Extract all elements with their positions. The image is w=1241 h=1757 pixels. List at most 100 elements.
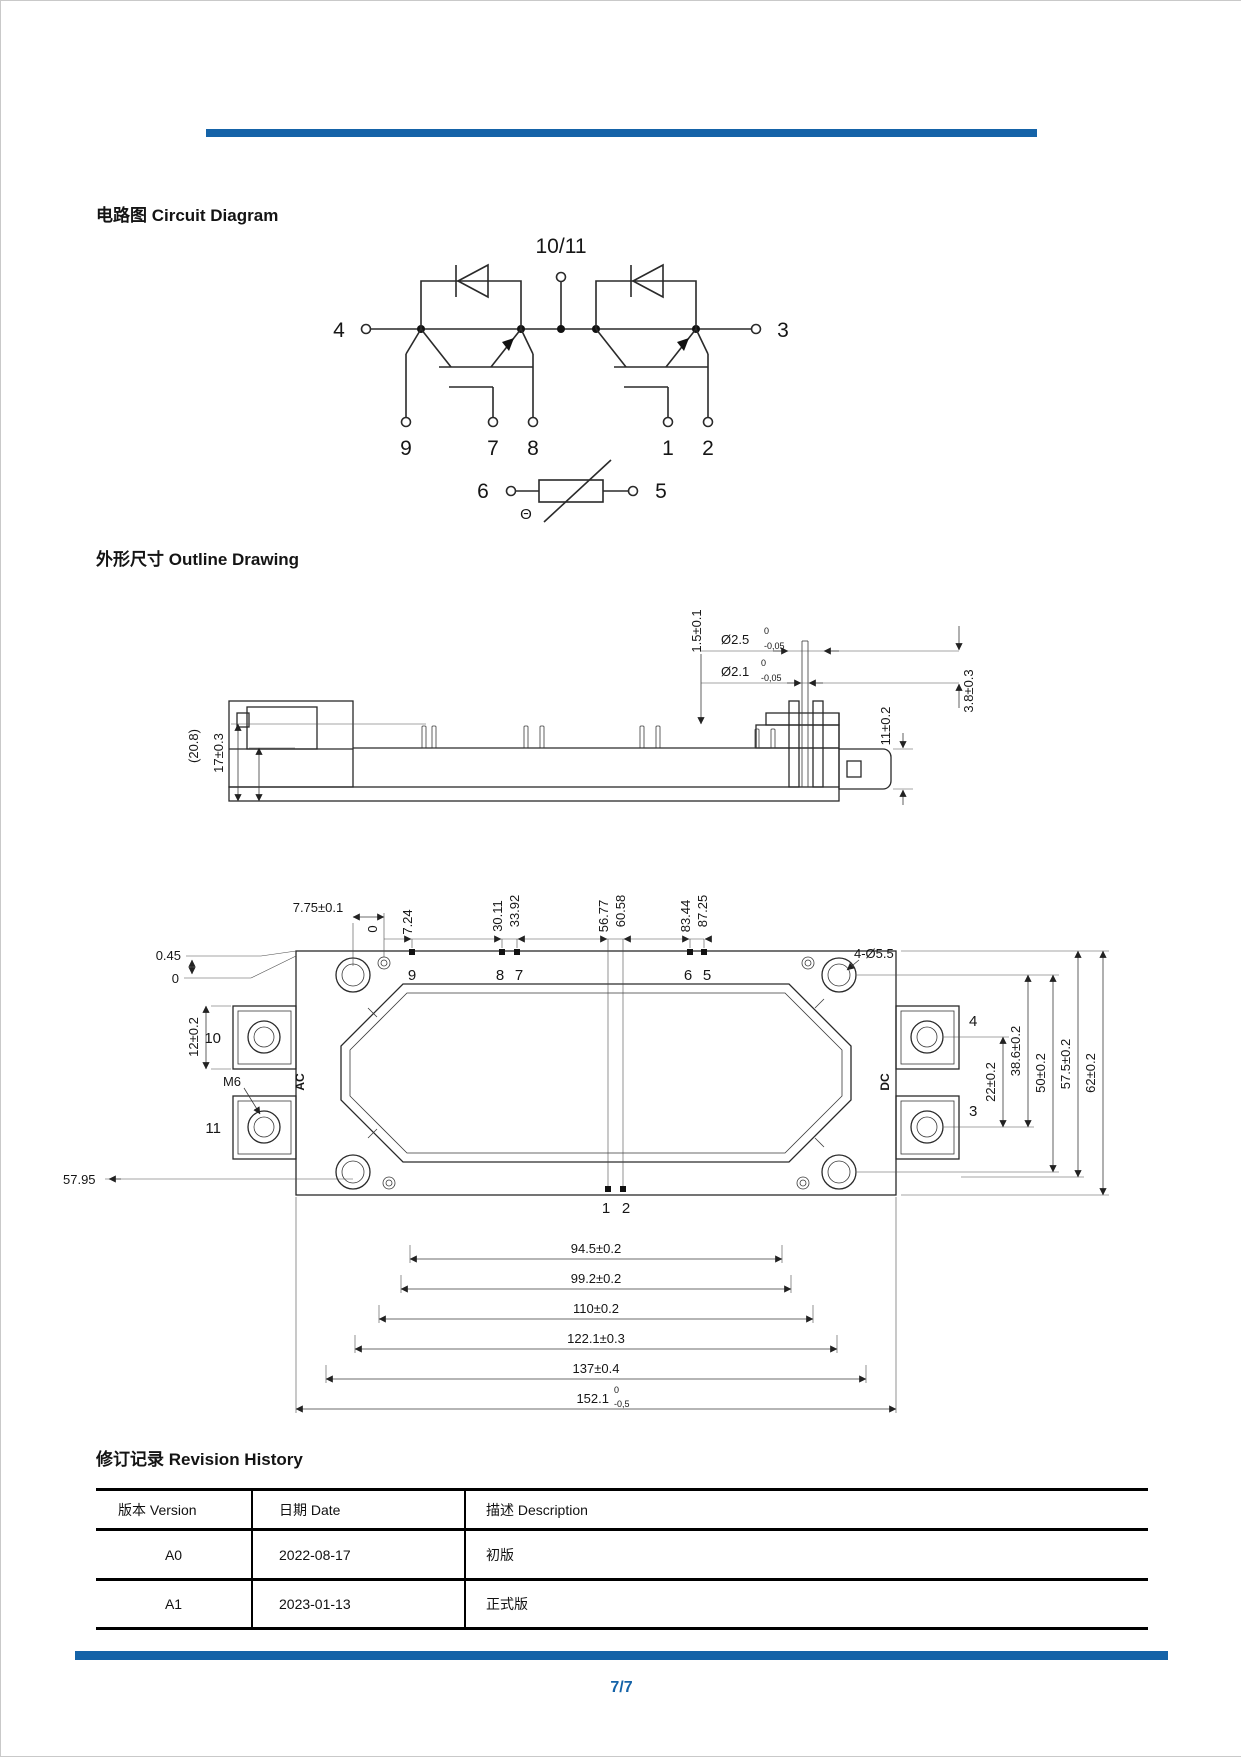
- header-date: 日期 Date: [251, 1491, 464, 1528]
- circuit-diagram-heading: 电路图 Circuit Diagram: [96, 206, 279, 225]
- dim-w2: 99.2±0.2: [571, 1271, 622, 1286]
- revision-history-heading: 修订记录 Revision History: [96, 1450, 303, 1469]
- dim-775: 7.75±0.1: [293, 900, 344, 915]
- page-number: 7/7: [610, 1679, 633, 1696]
- m6-thread-label: M6: [223, 1074, 241, 1089]
- terminal-7-label: 7: [487, 437, 499, 460]
- diode-right-icon: [631, 263, 664, 299]
- header-version: 版本 Version: [118, 1501, 197, 1518]
- footer-rule: [75, 1651, 1168, 1660]
- cell-description: 初版: [464, 1531, 1148, 1578]
- dim-body-height: 17±0.3: [211, 733, 226, 773]
- terminal-2-label: 2: [702, 437, 714, 460]
- dim-62: 62±0.2: [1083, 1053, 1098, 1093]
- dim-x7: 33.92: [507, 895, 522, 928]
- top-terminal-markers: 9 8 7 6 5: [408, 949, 711, 984]
- dim-terminal-height: 11±0.2: [878, 707, 893, 746]
- dc-label: DC: [878, 1073, 892, 1091]
- dim-pin-dia-1: Ø2.5: [721, 632, 749, 647]
- theta-symbol: Θ: [520, 506, 532, 523]
- dim-5795: 57.95: [63, 1172, 96, 1187]
- ac-terminals: 10 11 M6 AC 12±0.2: [186, 1005, 307, 1160]
- dim-12: 12±0.2: [186, 1017, 201, 1057]
- thermistor-body-icon: [538, 479, 604, 503]
- dim-overall-height: (20.8): [186, 729, 201, 763]
- dim-pin-dia-2-tol-bot: -0,05: [761, 673, 782, 683]
- header-rule: [206, 129, 1037, 137]
- terminal-11-label: 11: [205, 1120, 221, 1137]
- dim-xc1: 56.77: [596, 900, 611, 933]
- dim-xc2: 60.58: [613, 895, 628, 928]
- ac-label: AC: [293, 1073, 307, 1091]
- right-dimension-stack: 22±0.2 38.6±0.2 50±0.2 57.5±0.2 62±0.2: [857, 950, 1109, 1196]
- cell-description: 正式版: [464, 1581, 1148, 1627]
- terminal-9-label: 9: [400, 437, 412, 460]
- pad-5-label: 5: [703, 967, 711, 984]
- dc-terminals: 4 3 DC: [878, 1005, 977, 1160]
- dim-50: 50±0.2: [1033, 1053, 1048, 1093]
- table-row: A1 2023-01-13 正式版: [96, 1581, 1148, 1627]
- cell-version: A0: [164, 1546, 183, 1563]
- side-view: (20.8) 17±0.3 1.5±0.1 Ø2.5 0 -0,05 Ø2.1 …: [186, 609, 976, 805]
- outline-drawing-heading: 外形尺寸 Outline Drawing: [96, 550, 300, 569]
- circuit-diagram: 10/11 4 3: [333, 235, 789, 523]
- terminal-3-label: 3: [777, 319, 789, 342]
- terminal-10-11-pin: [555, 271, 567, 283]
- plan-view: 0.45 0: [63, 895, 1109, 1413]
- dim-w3: 110±0.2: [573, 1301, 619, 1316]
- dim-w5: 137±0.4: [573, 1361, 620, 1376]
- dim-x8: 30.11: [490, 900, 505, 932]
- dim-x6: 83.44: [678, 900, 693, 933]
- dim-pin-dia-1-tol-top: 0: [764, 626, 769, 636]
- mounting-holes: [335, 956, 857, 1190]
- emitter-arrow-right-icon: [677, 338, 689, 351]
- pad-9-label: 9: [408, 967, 416, 984]
- terminal-10-11-label: 10/11: [536, 235, 587, 258]
- module-outline: [295, 950, 897, 1196]
- terminal-1-label: 1: [662, 437, 674, 460]
- circuit-graphics: 10/11 4 3: [333, 235, 789, 523]
- terminal-3-pin: [750, 323, 762, 335]
- dim-offset-045: 0.45: [156, 948, 181, 963]
- dim-pin-dia-1-tol-bot: -0,05: [764, 641, 785, 651]
- pad-6-label: 6: [684, 967, 692, 984]
- terminal-8-label: 8: [527, 437, 539, 460]
- side-view-dimensions: (20.8) 17±0.3 1.5±0.1 Ø2.5 0 -0,05 Ø2.1 …: [186, 609, 976, 805]
- dim-x9: 7.24: [400, 909, 415, 934]
- terminal-6-label: 6: [477, 480, 489, 503]
- terminal-3-label: 3: [969, 1103, 977, 1120]
- pad-1-label: 1: [602, 1200, 610, 1217]
- terminal-4-pin: [360, 323, 372, 335]
- dim-datum-0: 0: [365, 925, 380, 932]
- dim-w6-tol-bot: -0,5: [614, 1399, 630, 1409]
- terminal-5-label: 5: [655, 480, 667, 503]
- terminal-4-label: 4: [333, 319, 345, 342]
- dim-holes: 4-Ø5.5: [854, 946, 894, 961]
- pins: [421, 725, 776, 749]
- cell-date: 2022-08-17: [251, 1531, 464, 1578]
- terminal-10-label: 10: [204, 1030, 221, 1047]
- bottom-terminal-markers: 1 2: [602, 1186, 630, 1217]
- dim-575: 57.5±0.2: [1058, 1039, 1073, 1090]
- outline-drawing: (20.8) 17±0.3 1.5±0.1 Ø2.5 0 -0,05 Ø2.1 …: [63, 609, 1109, 1413]
- terminal-4-label: 4: [969, 1013, 977, 1030]
- pad-7-label: 7: [515, 967, 523, 984]
- thermistor: 6 5 Θ: [477, 459, 667, 523]
- header-description: 描述 Description: [464, 1491, 1148, 1528]
- igbt-left: 9 7 8: [400, 263, 539, 460]
- cell-version: A1: [164, 1596, 183, 1612]
- dim-w4: 122.1±0.3: [567, 1331, 625, 1346]
- dim-pin-dia-2-tol-top: 0: [761, 658, 766, 668]
- module-top-cap: [765, 712, 840, 726]
- table-row: A0 2022-08-17 初版: [96, 1531, 1148, 1581]
- pad-2-label: 2: [622, 1200, 630, 1217]
- revision-table: 版本 Version 日期 Date 描述 Description A0 202…: [96, 1488, 1148, 1630]
- dim-22: 22±0.2: [983, 1062, 998, 1102]
- cell-date: 2023-01-13: [251, 1581, 464, 1627]
- dim-offset-0: 0: [172, 971, 179, 986]
- dim-w6: 152.1: [576, 1391, 609, 1406]
- dim-pin-tip: 1.5±0.1: [689, 609, 704, 652]
- emitter-arrow-left-icon: [502, 338, 514, 351]
- dim-386: 38.6±0.2: [1008, 1026, 1023, 1077]
